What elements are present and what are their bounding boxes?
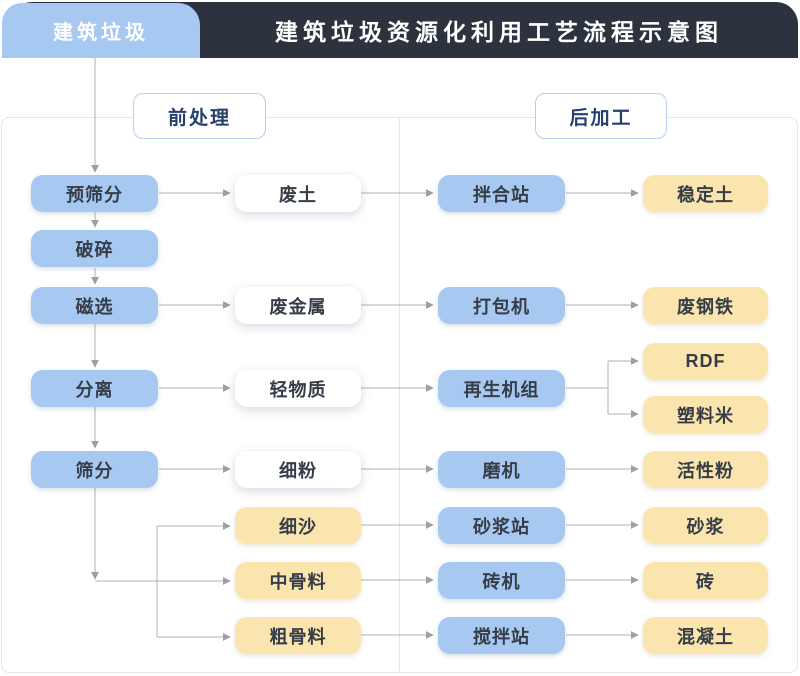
node-separation: 分离 <box>31 370 158 407</box>
section-label-post-processing: 后加工 <box>535 93 667 139</box>
node-light-material: 轻物质 <box>235 370 361 407</box>
node-mortar: 砂浆 <box>643 507 768 544</box>
node-screening: 筛分 <box>31 451 158 488</box>
node-brick-machine: 砖机 <box>438 562 565 599</box>
node-mixing-station: 拌合站 <box>438 175 565 212</box>
node-pre-screening: 预筛分 <box>31 175 158 212</box>
node-brick: 砖 <box>643 562 768 599</box>
node-magnetic-separation: 磁选 <box>31 287 158 324</box>
node-stabilized-soil: 稳定土 <box>643 175 768 212</box>
node-waste-metal: 废金属 <box>235 287 361 324</box>
node-medium-aggregate: 中骨料 <box>235 562 361 599</box>
node-concrete: 混凝土 <box>643 617 768 654</box>
node-waste-soil: 废土 <box>235 175 361 212</box>
page-title: 建筑垃圾资源化利用工艺流程示意图 <box>275 19 723 45</box>
section-divider <box>399 117 400 671</box>
node-concrete-station: 搅拌站 <box>438 617 565 654</box>
node-fine-powder: 细粉 <box>235 451 361 488</box>
node-mortar-station: 砂浆站 <box>438 507 565 544</box>
node-fine-sand: 细沙 <box>235 507 361 544</box>
node-plastic-pellets: 塑料米 <box>643 396 768 433</box>
node-active-powder: 活性粉 <box>643 451 768 488</box>
node-baler: 打包机 <box>438 287 565 324</box>
source-tab: 建筑垃圾 <box>2 3 200 58</box>
node-mill: 磨机 <box>438 451 565 488</box>
section-label-pre-processing: 前处理 <box>133 93 266 139</box>
node-waste-steel: 废钢铁 <box>643 287 768 324</box>
node-crushing: 破碎 <box>31 230 158 267</box>
node-recycling-unit: 再生机组 <box>438 370 565 407</box>
node-rdf: RDF <box>643 343 768 380</box>
node-coarse-aggregate: 粗骨料 <box>235 617 361 654</box>
